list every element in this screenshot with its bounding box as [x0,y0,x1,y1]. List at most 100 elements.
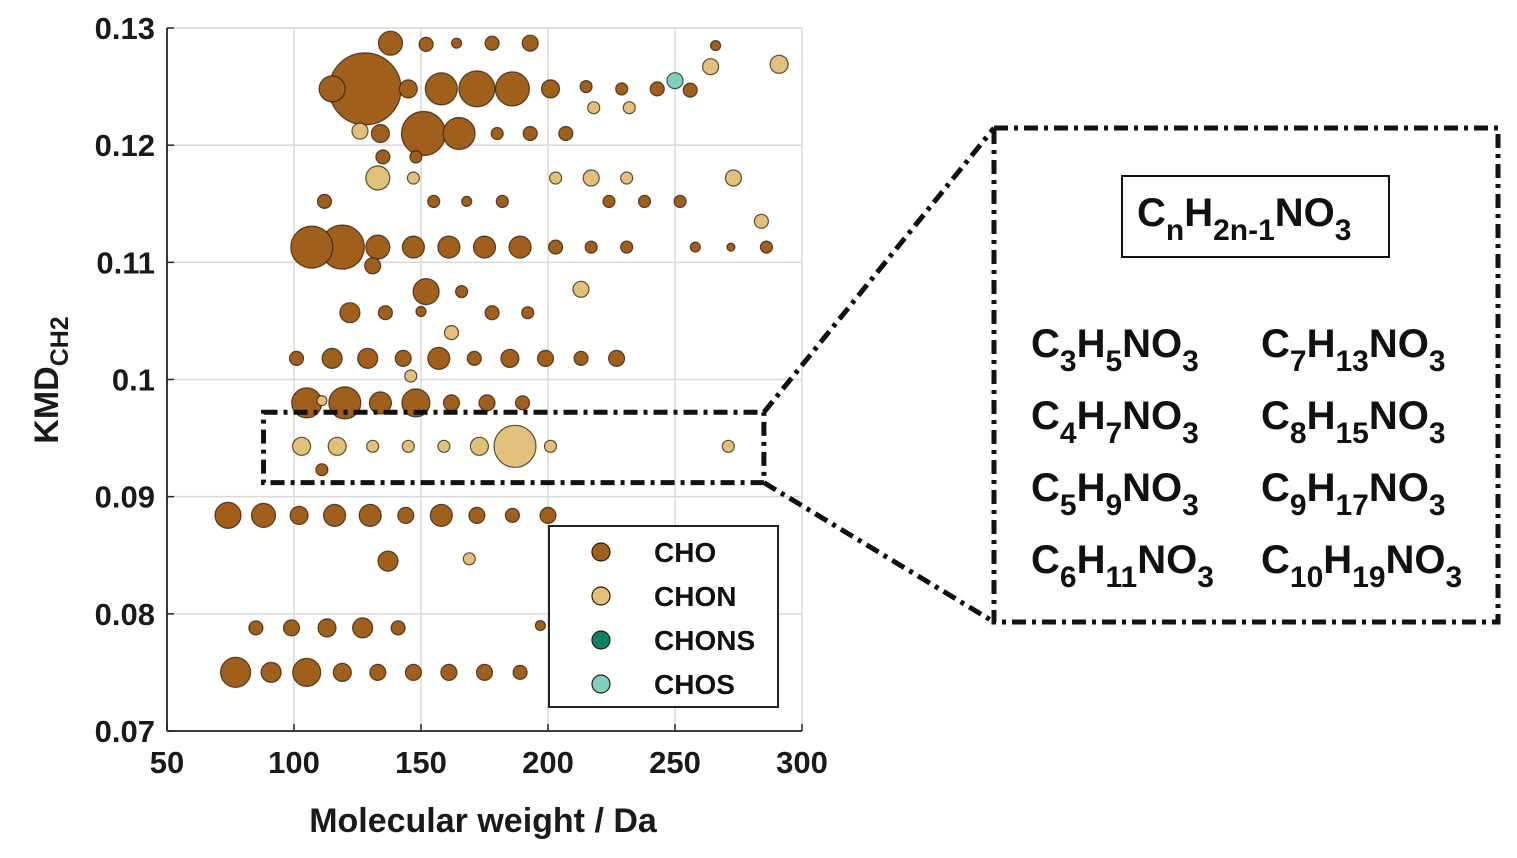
legend-label-chon: CHON [654,581,736,612]
point-cho [673,194,687,208]
point-cho [214,501,242,530]
point-chon [437,439,451,453]
point-cho [352,617,374,639]
point-cho [369,663,387,682]
point-chon [701,58,720,76]
point-cho [316,193,333,209]
point-cho [398,79,418,99]
point-cho [220,656,252,689]
point-cho [558,125,574,142]
point-cho [424,72,458,106]
y-tick-label: 0.09 [95,480,155,515]
point-cho [375,149,391,165]
point-cho [458,70,496,108]
formula-item: C3H5NO3 [1031,322,1199,378]
point-chon [543,439,558,453]
point-cho [620,240,634,254]
point-chon [572,280,590,298]
formula-item: C6H11NO3 [1031,538,1214,594]
point-chon [404,369,418,383]
point-cho [607,349,626,367]
point-cho [289,505,309,526]
legend-marker-cho [591,542,611,562]
point-chon [582,169,600,187]
point-cho [427,194,441,208]
point-cho [250,502,277,529]
point-cho [637,194,652,208]
point-cho [401,235,425,259]
legend-label-cho: CHO [654,537,716,568]
x-tick-label: 200 [522,745,574,780]
point-cho [370,123,390,144]
point-cho [494,71,531,107]
point-cho [415,305,427,318]
y-tick-label: 0.1 [112,363,155,398]
point-cho [358,503,382,528]
formula-item: C4H7NO3 [1031,394,1199,450]
point-chon [292,436,312,456]
point-chos [666,72,684,90]
x-axis-title: Molecular weight / Da [309,802,658,840]
point-cho [394,349,412,367]
point-cho [682,82,698,98]
point-chon [351,122,369,140]
point-chon [406,171,420,185]
legend-label-chons: CHONS [654,625,755,656]
legend-marker-chons [591,630,611,650]
point-cho [288,350,305,366]
point-cho [709,39,722,52]
y-tick-label: 0.13 [95,11,155,46]
point-cho [290,225,334,269]
point-cho [475,663,494,682]
point-cho [282,619,301,637]
point-cho [390,620,406,636]
point-chon [587,101,601,115]
point-chon [365,165,391,191]
highlight-box [261,126,996,625]
formula-item: C9H17NO3 [1261,466,1446,522]
point-cho [365,234,391,260]
point-cho [726,242,736,252]
point-cho [318,75,346,103]
point-cho [317,618,337,638]
point-cho [427,346,451,370]
point-chon [493,424,537,468]
y-tick-label: 0.11 [96,245,155,280]
point-cho [368,391,392,415]
legend-box [548,525,779,708]
point-cho [484,305,500,321]
y-tick-label: 0.08 [95,597,155,632]
point-cho [547,239,564,255]
point-cho [418,36,434,53]
point-chon [366,439,380,453]
point-cho [260,661,282,684]
point-cho [412,278,440,306]
legend-marker-chon [591,586,611,606]
point-cho [508,235,532,259]
point-cho [521,306,535,320]
point-chon [327,436,347,456]
point-chon [548,171,563,185]
point-cho [478,394,496,412]
point-cho [539,506,557,525]
grid [166,27,803,732]
point-cho [323,503,347,528]
point-cho [400,110,447,157]
point-cho [455,285,469,299]
point-cho [573,350,589,366]
x-tick-label: 150 [395,745,447,780]
point-cho [495,194,509,208]
point-cho [584,240,598,254]
point-cho [500,348,520,368]
point-cho [442,116,476,151]
point-cho [490,126,504,141]
point-chon [401,439,415,453]
point-cho [534,619,547,632]
x-tick-label: 300 [776,745,828,780]
point-cho [451,37,463,49]
point-cho [404,663,422,682]
point-cho [332,662,352,683]
point-cho [649,81,665,97]
point-cho [364,257,382,275]
